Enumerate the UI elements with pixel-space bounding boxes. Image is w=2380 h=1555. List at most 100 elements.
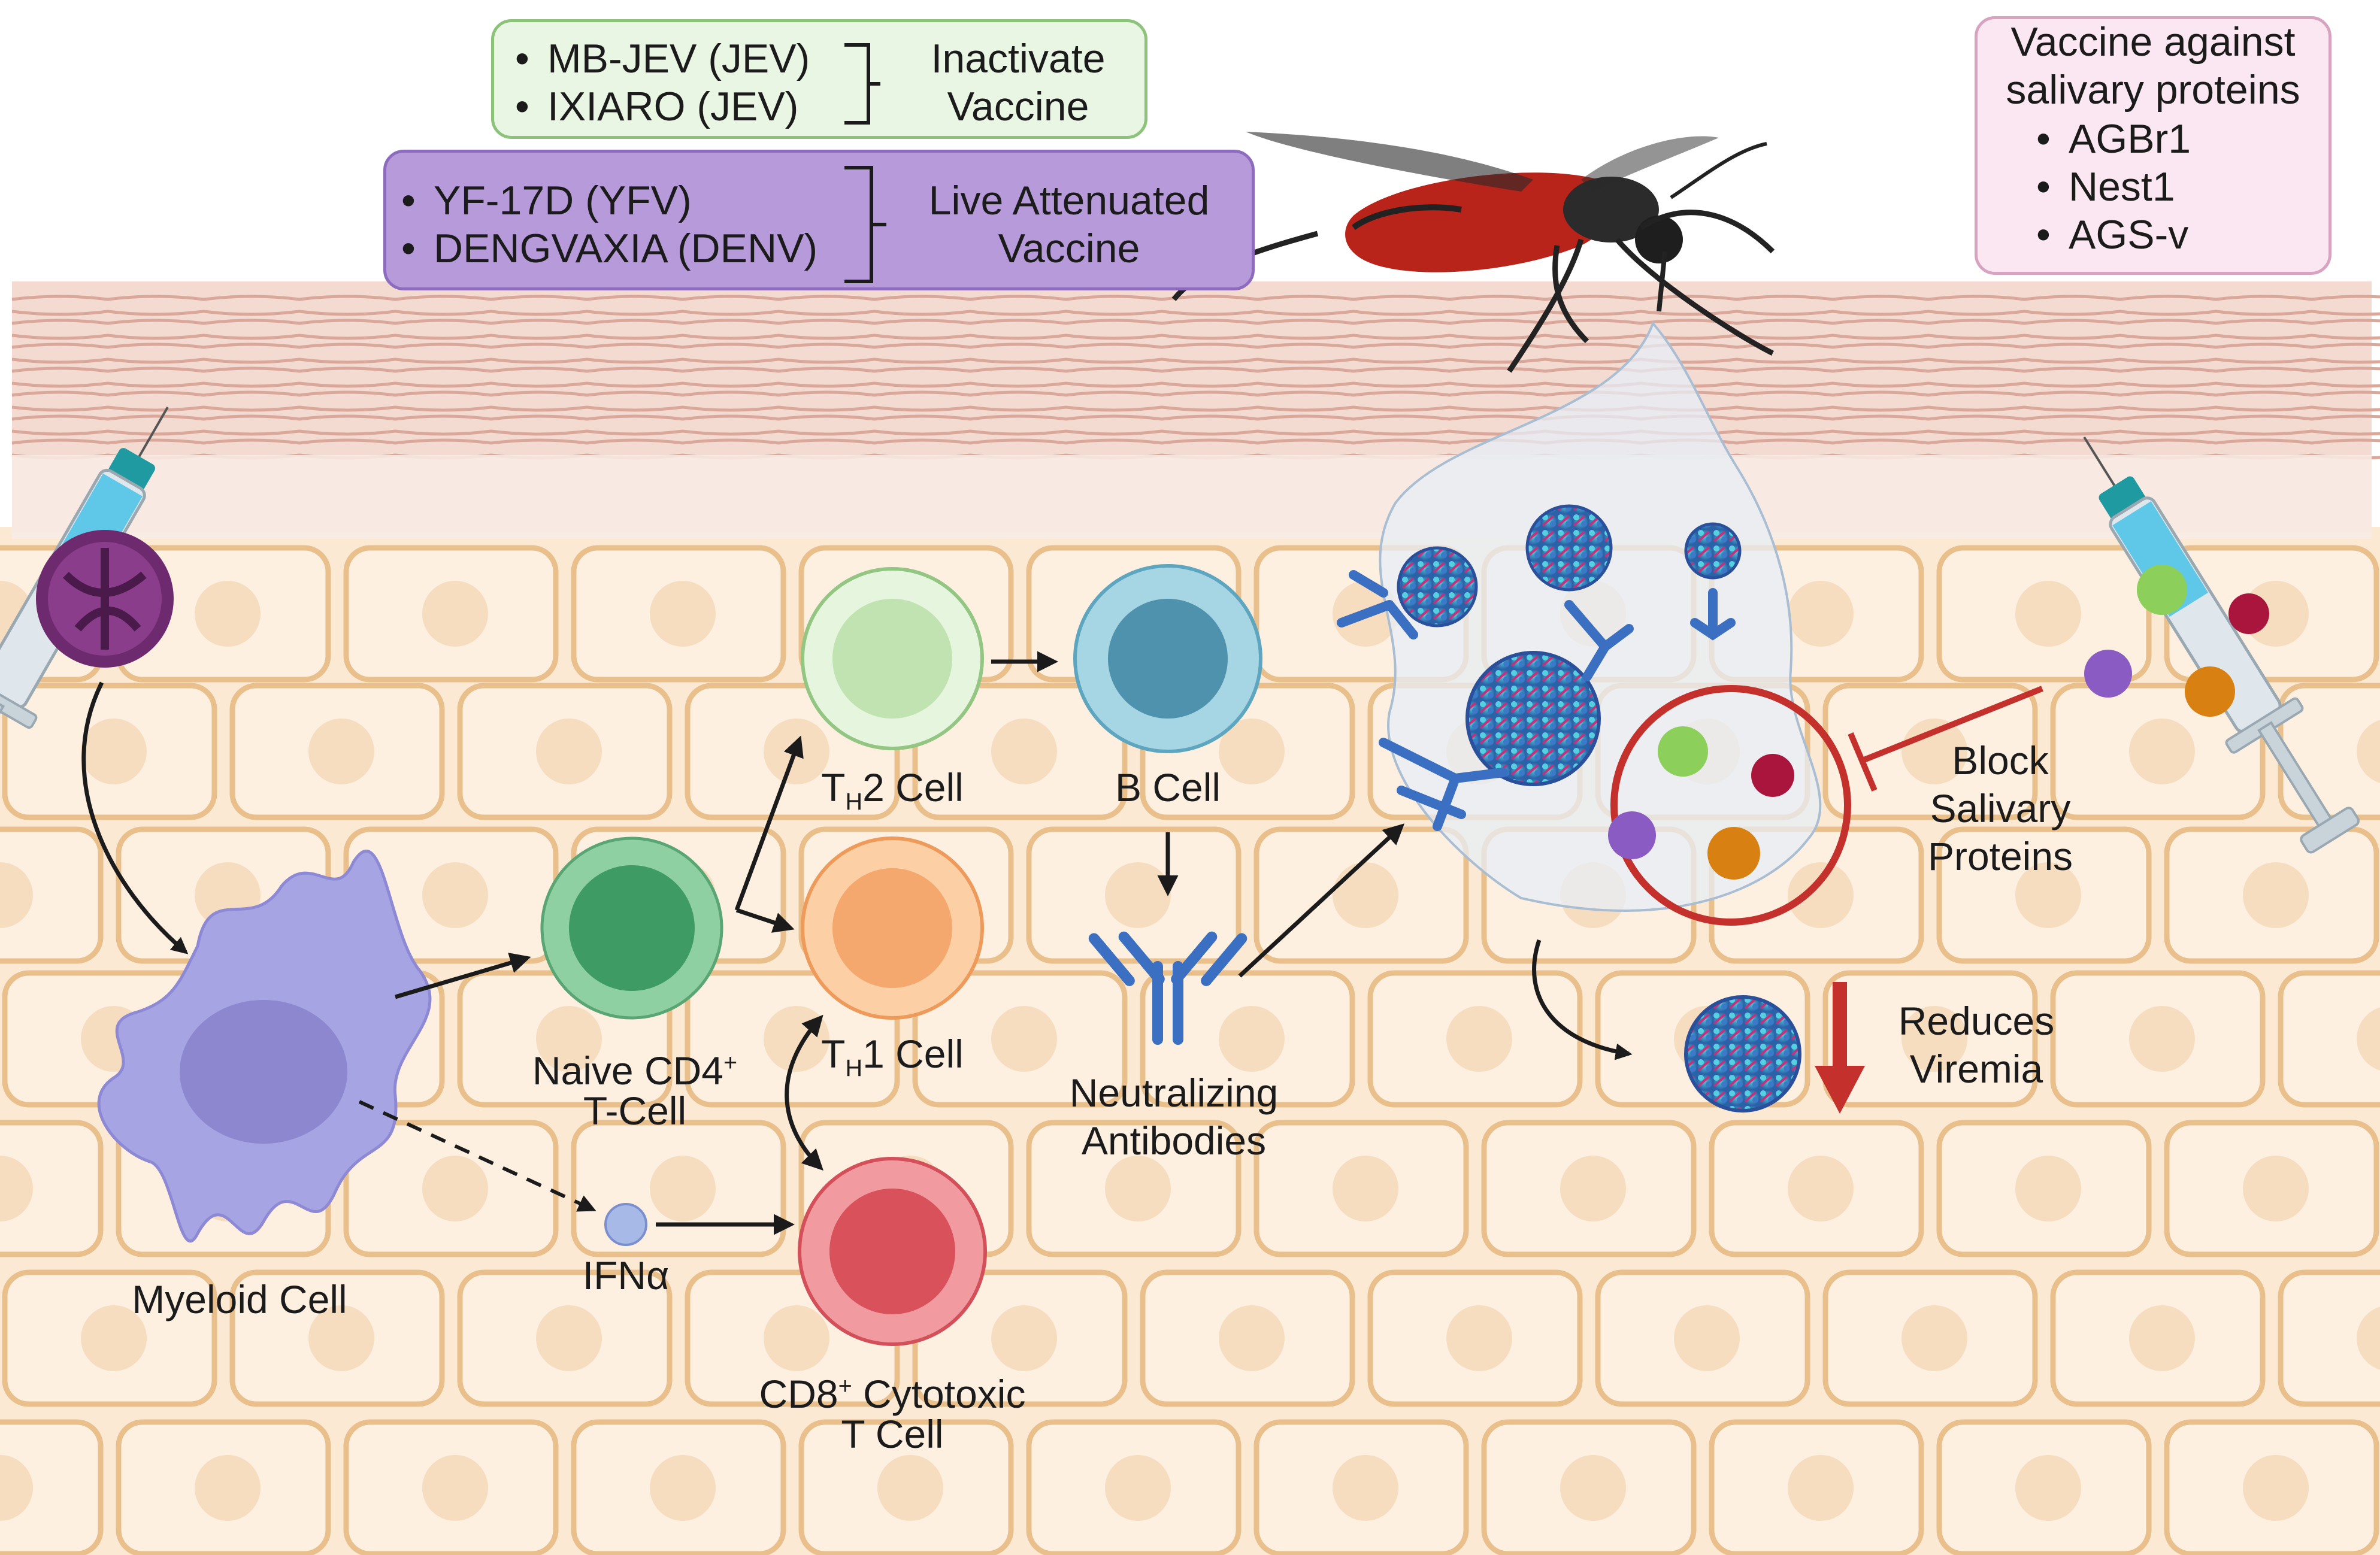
- block-inhibition-arrow: [1848, 686, 2043, 792]
- tissue-cell-nucleus: [536, 1006, 602, 1072]
- tissue-cell-nucleus: [2357, 1007, 2380, 1071]
- tissue-cell-nucleus: [1901, 1305, 1967, 1371]
- tissue-cell-nucleus: [1901, 719, 1967, 784]
- tissue-cell-nucleus: [0, 862, 33, 928]
- th2-cell: [801, 567, 984, 750]
- mosquito-icon: [1171, 132, 1775, 373]
- source-virus-icon: [36, 530, 174, 668]
- skin-layer-line: [11, 429, 2380, 436]
- tissue-cell-nucleus: [422, 862, 488, 928]
- th1-cell: [801, 836, 984, 1020]
- tissue-cell-nucleus: [81, 1305, 147, 1371]
- b-cell-label: B Cell: [1115, 765, 1221, 810]
- th1-cell-label: TH1 Cell: [821, 1032, 964, 1082]
- skin-layer-line: [11, 310, 2380, 316]
- tissue-cell-nucleus: [0, 1156, 33, 1221]
- live-label-line1: Live Attenuated: [928, 178, 1210, 223]
- tissue-cell-nucleus: [1446, 1006, 1512, 1072]
- tissue-cell-nucleus: [422, 1455, 488, 1521]
- tissue-cell-nucleus: [650, 1455, 716, 1521]
- naive-to-th2-arrow: [734, 735, 804, 911]
- tissue-cell-nucleus: [1674, 1305, 1740, 1371]
- skin-layer-line: [11, 381, 2380, 388]
- live-item-2: DENGVAXIA (DENV): [401, 225, 817, 272]
- salivary-item-1: AGBr1: [2036, 115, 2191, 163]
- skin-layer-line: [11, 414, 2380, 421]
- antibodies-label-line1: Neutralizing: [1069, 1071, 1279, 1115]
- block-label-line2: Salivary: [1930, 786, 2071, 830]
- ifn-alpha-molecule: [604, 1203, 647, 1246]
- tissue-cell-nucleus: [1788, 1455, 1854, 1521]
- skin-layer-line: [11, 319, 2380, 325]
- naive-cd4-label-line1: Naive CD4+: [532, 1048, 738, 1093]
- tissue-cell-nucleus: [1560, 1455, 1626, 1521]
- tissue-cell-nucleus: [1446, 1305, 1512, 1371]
- bound-antibodies: [1337, 570, 1736, 831]
- tissue-cell-nucleus: [422, 581, 488, 647]
- tissue-cell-nucleus: [991, 1006, 1057, 1072]
- live-item-1: YF-17D (YFV): [401, 177, 692, 225]
- tissue-cell-nucleus: [1788, 1156, 1854, 1221]
- tissue-cell-nucleus: [2015, 1156, 2081, 1221]
- inactivated-item-2: IXIARO (JEV): [515, 83, 798, 131]
- tissue-cell: [2278, 970, 2380, 1108]
- tissue-cell-nucleus: [764, 1305, 829, 1371]
- tissue-cell-nucleus: [650, 1156, 716, 1221]
- tissue-cell-nucleus: [1105, 1455, 1171, 1521]
- tissue-cell-nucleus: [877, 1455, 943, 1521]
- inactivated-label-line1: Inactivate: [931, 36, 1106, 81]
- skin-layer-line: [11, 342, 2380, 349]
- inactivated-item-1: MB-JEV (JEV): [515, 35, 810, 83]
- inactivated-label-line2: Vaccine: [947, 84, 1089, 129]
- naive-to-th1-arrow: [735, 908, 795, 933]
- tissue-cell-nucleus: [1560, 1156, 1626, 1221]
- tissue-cell-nucleus: [1333, 1156, 1398, 1221]
- cd8-label-line1: CD8+ Cytotoxic: [759, 1372, 1026, 1416]
- tissue-cell-nucleus: [2357, 1307, 2380, 1370]
- tissue-cell-nucleus: [0, 1455, 33, 1521]
- tissue-cell-nucleus: [2243, 1455, 2309, 1521]
- reduce-label-line2: Viremia: [1909, 1047, 2043, 1091]
- tissue-cell-nucleus: [2129, 1006, 2195, 1072]
- tissue-cell-nucleus: [1788, 581, 1854, 647]
- inactivated-bracket: [844, 43, 880, 125]
- tissue-cell-nucleus: [2015, 862, 2081, 928]
- cd8-label-line2: T Cell: [841, 1412, 944, 1456]
- live-label-line2: Vaccine: [998, 226, 1140, 271]
- tissue-cell-nucleus: [1219, 1305, 1285, 1371]
- antibody-to-virus-arrow: [1238, 823, 1405, 978]
- block-label-line3: Proteins: [1927, 834, 2073, 878]
- tissue-cell-nucleus: [1333, 1455, 1398, 1521]
- tissue-cell-nucleus: [2015, 1455, 2081, 1521]
- tissue-cell-nucleus: [1788, 862, 1854, 928]
- pool-virions: [1397, 504, 1742, 786]
- block-label-line1: Block: [1952, 738, 2049, 783]
- tissue-cell-nucleus: [1219, 1006, 1285, 1072]
- tissue-cell: [0, 826, 104, 964]
- tissue-cell: [0, 1120, 104, 1257]
- tissue-cell-nucleus: [195, 1455, 261, 1521]
- neutralizing-antibody-icon: [1088, 931, 1247, 1045]
- skin-layer-line: [11, 405, 2380, 412]
- tissue-cell-nucleus: [308, 719, 374, 784]
- ifn-alpha-label: IFNα: [582, 1253, 670, 1298]
- blocked-proteins-circle: [1608, 685, 1851, 926]
- skin-layer-line: [11, 334, 2380, 340]
- tissue-cell-nucleus: [422, 1156, 488, 1221]
- tissue-cell-nucleus: [536, 1305, 602, 1371]
- live-bracket: [844, 166, 886, 283]
- reduce-label-line1: Reduces: [1898, 999, 2055, 1043]
- tissue-cell-nucleus: [2015, 581, 2081, 647]
- tissue-cell-nucleus: [650, 581, 716, 647]
- tissue-cell-nucleus: [2129, 1305, 2195, 1371]
- th1-cd8-double-arrow: [785, 1014, 823, 1171]
- tissue-cell-nucleus: [2243, 862, 2309, 928]
- naive-cd4-cell: [540, 836, 723, 1020]
- tissue-cell-nucleus: [1901, 1006, 1967, 1072]
- skin-layer-line: [11, 366, 2380, 373]
- tissue-cell-nucleus: [2243, 1156, 2309, 1221]
- salivary-proteins: [2084, 565, 2269, 717]
- skin-layer-line: [11, 357, 2380, 364]
